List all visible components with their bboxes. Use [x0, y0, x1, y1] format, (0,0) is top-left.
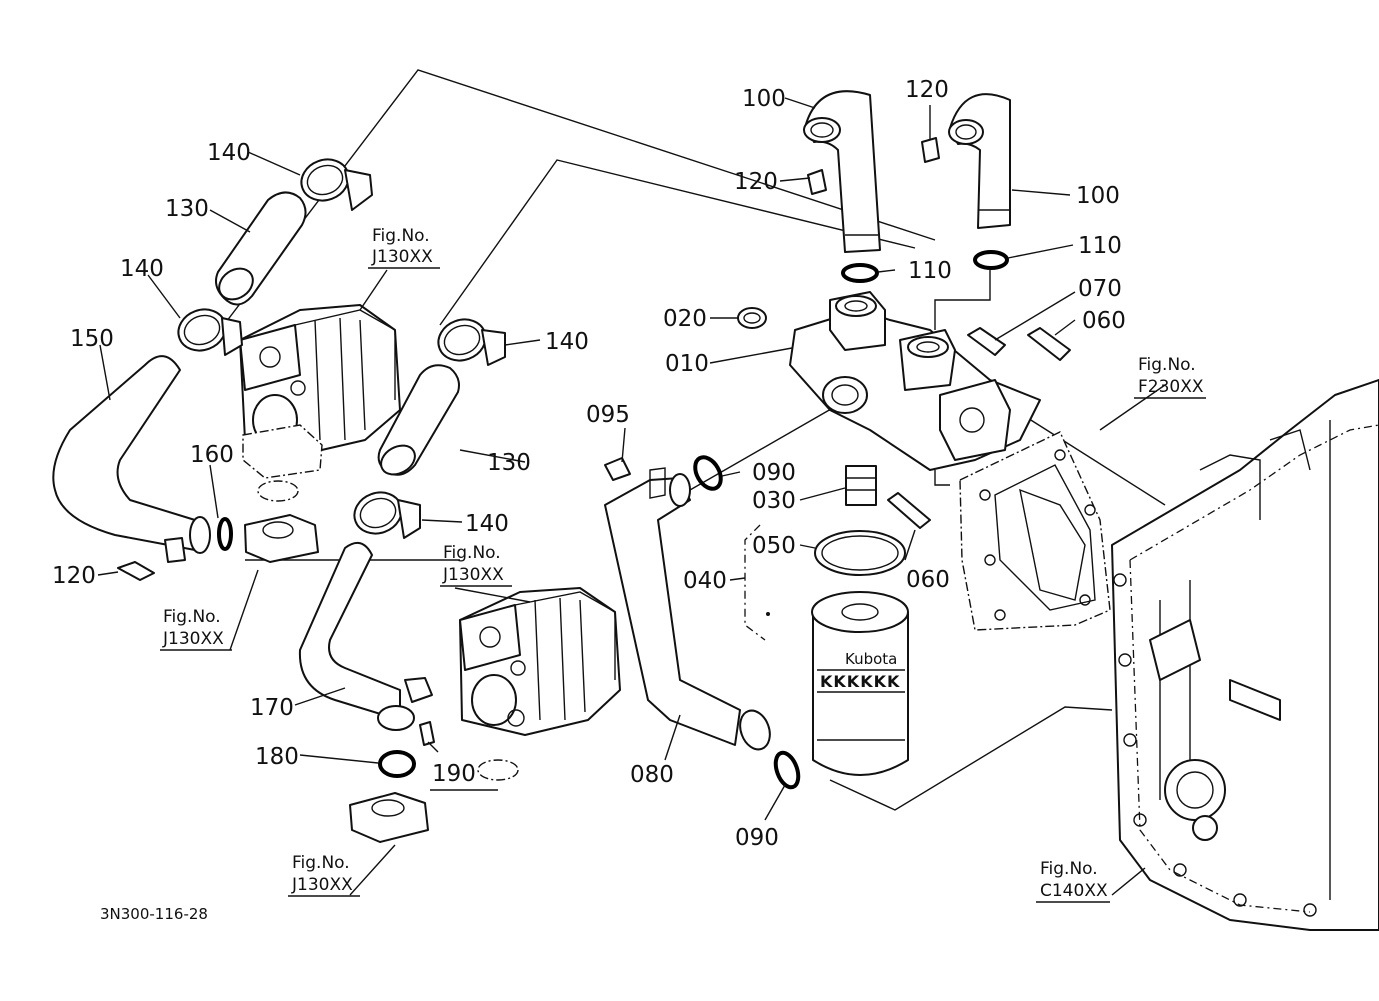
callout-170: 170	[250, 695, 294, 721]
callout-010: 010	[665, 351, 709, 377]
hose-130-top	[215, 191, 307, 306]
callout-labels: 100 120 120 100 110 110 070 060 020 010 …	[52, 77, 1126, 851]
callout-100: 100	[1076, 183, 1120, 209]
callout-140: 140	[545, 329, 589, 355]
o-rings	[217, 250, 1009, 790]
callout-190: 190	[432, 761, 476, 787]
figure-reference-j130-mid: Fig.No. J130XX	[440, 543, 512, 587]
callout-020: 020	[663, 306, 707, 332]
svg-text:F230XX: F230XX	[1138, 377, 1204, 397]
svg-text:Fig.No.: Fig.No.	[163, 607, 221, 627]
oil-filter-040: Kubota KKKKKK	[744, 524, 909, 776]
svg-text:J130XX: J130XX	[291, 875, 353, 895]
callout-100: 100	[742, 86, 786, 112]
callout-110: 110	[908, 258, 952, 284]
pipe-080	[604, 467, 771, 751]
callout-030: 030	[752, 488, 796, 514]
figure-reference-j130-bottom: Fig.No. J130XX	[288, 853, 360, 897]
figure-reference-c140: Fig.No. C140XX	[1036, 859, 1110, 903]
bolts	[117, 137, 1071, 746]
cover-plate	[959, 431, 1111, 631]
hose-clamps-140	[177, 158, 506, 539]
figure-reference-j130-top: Fig.No. J130XX	[368, 226, 440, 269]
svg-text:J130XX: J130XX	[442, 565, 504, 585]
pipe-100-left	[803, 90, 881, 253]
callout-160: 160	[190, 442, 234, 468]
callout-070: 070	[1078, 276, 1122, 302]
gasket-050	[814, 530, 906, 576]
callout-120: 120	[734, 169, 778, 195]
callout-180: 180	[255, 744, 299, 770]
transmission-case	[1111, 379, 1379, 931]
callout-140: 140	[120, 256, 164, 282]
callout-130: 130	[487, 450, 531, 476]
svg-text:J130XX: J130XX	[162, 629, 224, 649]
callout-080: 080	[630, 762, 674, 788]
hydraulic-pump-bottom	[349, 587, 621, 843]
hose-130-bottom	[377, 364, 460, 476]
filter-point	[766, 612, 770, 616]
nipple-030	[845, 465, 877, 506]
short-leaders	[97, 97, 1166, 896]
callout-110: 110	[1078, 233, 1122, 259]
pipe-100-right	[948, 93, 1011, 229]
svg-text:Fig.No.: Fig.No.	[443, 543, 501, 563]
svg-text:Fig.No.: Fig.No.	[1138, 355, 1196, 375]
pipe-170	[298, 541, 433, 731]
callout-120: 120	[905, 77, 949, 103]
drawing-code: 3N300-116-28	[100, 905, 208, 923]
callout-150: 150	[70, 326, 114, 352]
callout-130: 130	[165, 196, 209, 222]
plug-020	[737, 307, 767, 329]
filter-band: KKKKKK	[820, 672, 900, 691]
callout-140: 140	[207, 140, 251, 166]
svg-text:J130XX: J130XX	[371, 247, 433, 267]
svg-text:Fig.No.: Fig.No.	[1040, 859, 1098, 879]
callout-050: 050	[752, 533, 796, 559]
filter-head-010	[789, 291, 1041, 486]
callout-040: 040	[683, 568, 727, 594]
callout-060: 060	[906, 567, 950, 593]
svg-text:C140XX: C140XX	[1040, 881, 1108, 901]
filter-brand: Kubota	[845, 650, 897, 668]
svg-text:Fig.No.: Fig.No.	[292, 853, 350, 873]
figure-reference-j130-left: Fig.No. J130XX	[160, 607, 232, 651]
svg-text:Fig.No.: Fig.No.	[372, 226, 430, 246]
pipe-150	[52, 355, 211, 563]
callout-140: 140	[465, 511, 509, 537]
figure-reference-f230: Fig.No. F230XX	[1134, 355, 1206, 399]
hydraulic-pump-left	[239, 304, 401, 563]
callout-095: 095	[586, 402, 630, 428]
callout-060: 060	[1082, 308, 1126, 334]
callout-090: 090	[735, 825, 779, 851]
callout-090: 090	[752, 460, 796, 486]
callout-120: 120	[52, 563, 96, 589]
